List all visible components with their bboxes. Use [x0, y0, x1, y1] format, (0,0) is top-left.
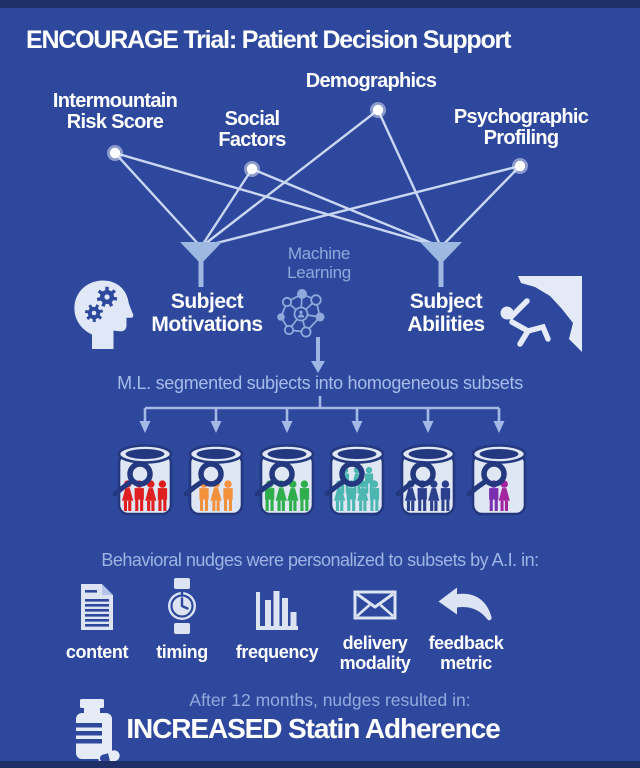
subset-green-bucket [254, 444, 314, 516]
node-dot-psychographic [512, 158, 528, 174]
node-dot-social [244, 161, 260, 177]
network-nodes-icon [277, 289, 325, 338]
subset-branch-arrows [139, 396, 505, 433]
bar-chart-icon [256, 591, 298, 630]
segmentation-caption: M.L. segmented subjects into homogeneous… [117, 373, 523, 393]
nudge-label-content: content [65, 642, 129, 662]
subset-orange-bucket [183, 444, 244, 516]
page-title: ENCOURAGE Trial: Patient Decision Suppor… [26, 26, 511, 54]
feedback-arrow-icon [438, 587, 492, 621]
watch-icon [168, 578, 196, 634]
output-label-subject-abilities: Subject Abilities [407, 290, 485, 336]
pill-bottle-icon [76, 699, 120, 764]
input-label-demographics: Demographics [305, 70, 437, 92]
connection-lines [114, 109, 521, 249]
head-with-gears-icon [74, 280, 134, 349]
funnel-right-icon [420, 242, 462, 287]
gear-icon [84, 286, 118, 323]
output-label-subject-motivations: Subject Motivations [151, 290, 263, 336]
node-dot-intermountain [107, 145, 123, 161]
node-dot-demographics [370, 102, 386, 118]
nudge-label-timing: timing [156, 642, 208, 662]
subset-teal-bucket [324, 444, 385, 516]
input-label-psychographic: Psychographic Profiling [453, 106, 589, 149]
nudge-label-frequency: frequency [235, 642, 319, 662]
machine-learning-label: Machine Learning [287, 244, 351, 282]
subset-purple-bucket [466, 444, 527, 516]
envelope-icon [353, 590, 397, 620]
top-border-bar [0, 0, 640, 8]
subset-navy-bucket [395, 444, 456, 516]
outcome-lead-text: After 12 months, nudges resulted in: [189, 690, 471, 710]
bottom-border-bar [0, 761, 640, 768]
rock-climber-icon [500, 276, 582, 352]
nudge-label-feedback-metric: feedback metric [428, 633, 504, 673]
node-dots [107, 102, 528, 177]
subset-red-bucket [112, 444, 173, 516]
funnels [180, 242, 462, 287]
outcome-result-text: INCREASED Statin Adherence [126, 713, 500, 744]
input-label-social-factors: Social Factors [218, 108, 286, 151]
funnel-left-icon [180, 242, 222, 287]
input-label-intermountain: Intermountain Risk Score [52, 90, 178, 133]
document-icon [81, 584, 113, 630]
nudge-label-delivery-modality: delivery modality [339, 633, 411, 673]
ml-down-arrow [311, 337, 325, 373]
nudges-caption: Behavioral nudges were personalized to s… [101, 550, 539, 570]
